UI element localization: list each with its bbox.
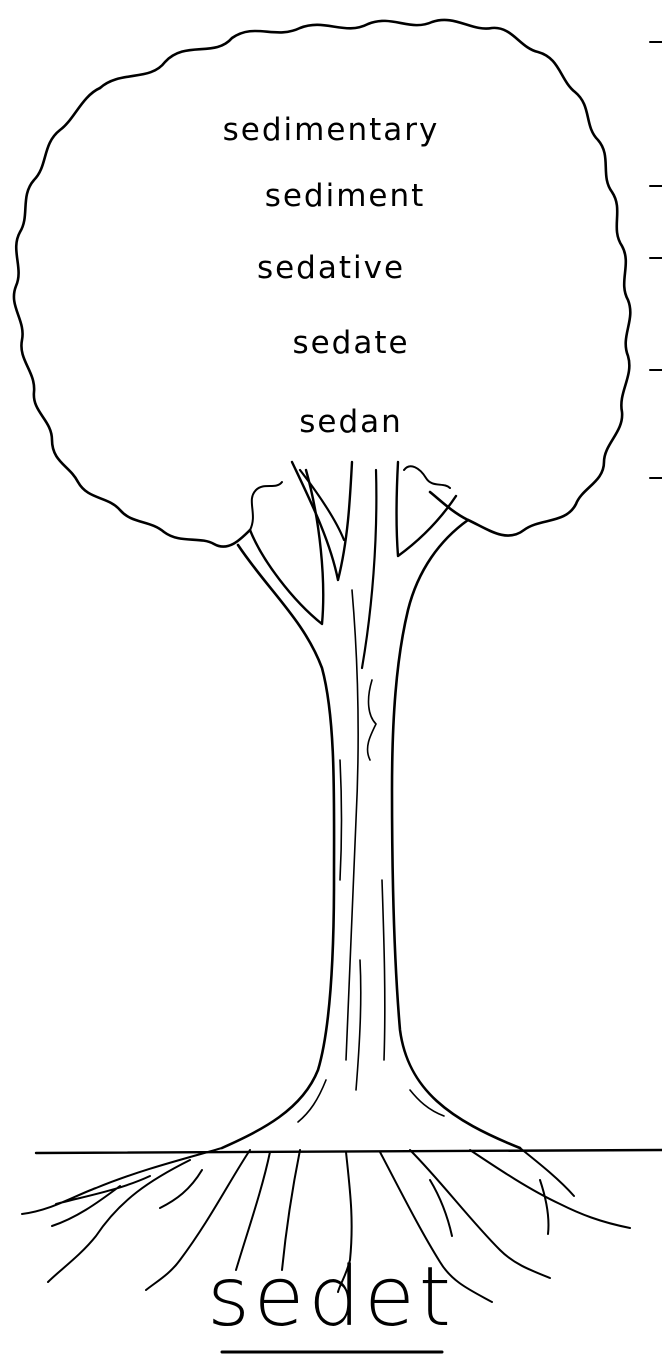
word-sediment: sediment bbox=[0, 178, 662, 214]
branch-left bbox=[250, 470, 323, 624]
branch-right bbox=[397, 462, 457, 556]
word-sedate: sedate bbox=[0, 325, 662, 361]
bark-lines bbox=[298, 590, 444, 1122]
trunk-right-edge bbox=[392, 520, 520, 1148]
word-sedan: sedan bbox=[0, 404, 662, 440]
root-word: sedet bbox=[0, 1250, 662, 1345]
crown-outline-left bbox=[14, 88, 250, 547]
trunk-left-edge bbox=[222, 545, 334, 1148]
branch-right-2 bbox=[362, 470, 376, 668]
word-sedative: sedative bbox=[0, 250, 662, 286]
ground-line bbox=[36, 1150, 662, 1153]
word-sedimentary: sedimentary bbox=[0, 112, 662, 148]
